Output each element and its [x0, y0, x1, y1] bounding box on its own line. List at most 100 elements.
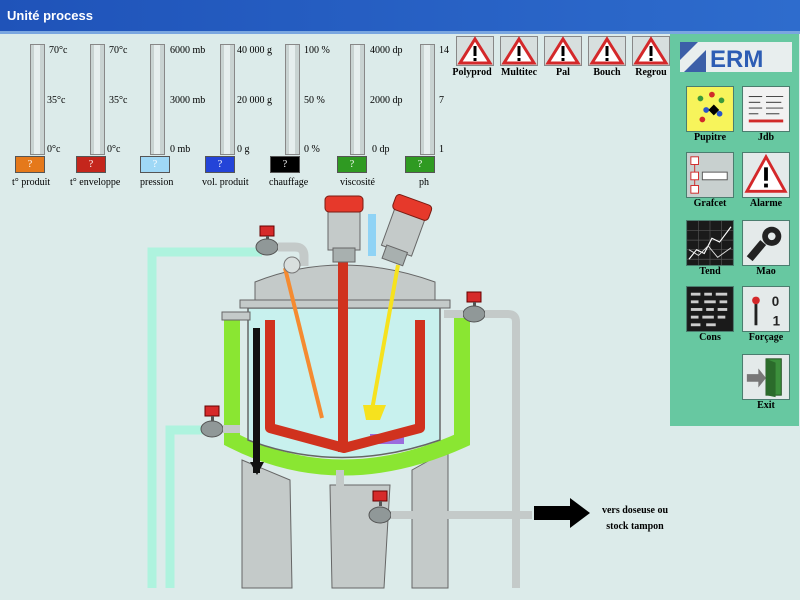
alarm-polyprod-label: Polyprod: [452, 67, 492, 78]
alarm-bouch-button[interactable]: [588, 36, 626, 66]
heating-jacket: [224, 318, 470, 476]
gauge-max: 40 000 g: [237, 45, 272, 56]
gauge-value-vol-produit: ?: [205, 156, 235, 173]
inlet-valve-side[interactable]: [200, 405, 240, 438]
destination-line-1: vers doseuse ou: [601, 505, 669, 516]
inlet-valve-top[interactable]: [255, 225, 309, 274]
title-bar-divider: [0, 31, 800, 34]
inlet-pipe-top: [147, 247, 262, 588]
exit-button[interactable]: [742, 354, 790, 400]
outlet-valve-bottom[interactable]: [336, 470, 532, 524]
grafcet-label: Grafcet: [693, 198, 727, 209]
vent-pipe: [368, 214, 376, 256]
gauge-tube-chauffage: [285, 44, 300, 155]
alarme-label: Alarme: [749, 198, 783, 209]
gauge-mid: 3000 mb: [170, 95, 206, 106]
gauge-name-chauffage: chauffage: [269, 177, 309, 188]
alarm-polyprod-button[interactable]: [456, 36, 494, 66]
secondary-motor: [380, 194, 433, 267]
gauge-tube-ph: [420, 44, 435, 155]
gauge-value-pression: ?: [140, 156, 170, 173]
gauge-tube-t-produit: [30, 44, 45, 155]
gauge-mid: 2000 dp: [370, 95, 403, 106]
title-bar: Unité process: [0, 0, 800, 34]
gauge-min: 0 dp: [372, 144, 390, 155]
gauge-min: 0°c: [107, 144, 121, 155]
alarm-pal-label: Pal: [556, 67, 570, 78]
gauge-name-t-enveloppe: t° enveloppe: [70, 177, 121, 188]
jdb-button[interactable]: [742, 86, 790, 132]
outlet-valve-right[interactable]: [444, 291, 520, 588]
forcage-button[interactable]: 0 1: [742, 286, 790, 332]
dip-tube-yellow: [370, 264, 400, 411]
gauge-value-ph: ?: [405, 156, 435, 173]
inlet-pipe-side: [165, 425, 205, 588]
gauge-mid: 35°c: [47, 95, 66, 106]
gauge-min: 0 g: [237, 144, 250, 155]
mao-label: Mao: [756, 266, 776, 277]
gauge-max: 70°c: [49, 45, 68, 56]
exit-label: Exit: [757, 400, 775, 411]
gauge-value-t-enveloppe: ?: [76, 156, 106, 173]
pupitre-label: Pupitre: [693, 132, 727, 143]
process-diagram: [147, 194, 590, 589]
alarme-button[interactable]: [742, 152, 790, 198]
erm-logo: ERM: [680, 42, 792, 73]
dip-tube-orange: [283, 267, 324, 419]
gauge-max: 100 %: [304, 45, 330, 56]
destination-line-2: stock tampon: [606, 521, 664, 532]
probe-tip: [250, 462, 264, 475]
gauge-max: 4000 dp: [370, 45, 403, 56]
gauge-mid: 50 %: [304, 95, 325, 106]
gauge-tube-viscosite: [350, 44, 365, 155]
gauge-min: 0 %: [304, 144, 320, 155]
gauge-tube-t-enveloppe: [90, 44, 105, 155]
mao-button[interactable]: [742, 220, 790, 266]
svg-text:1: 1: [773, 313, 781, 328]
gauge-tube-pression: [150, 44, 165, 155]
navigation-panel: ERM Pupitre Jdb Grafcet Alarme: [670, 34, 799, 426]
alarm-bouch-label: Bouch: [593, 67, 621, 78]
gauge-name-t-produit: t° produit: [12, 177, 51, 188]
alarm-multitec-label: Multitec: [500, 67, 538, 78]
tend-label: Tend: [699, 266, 721, 277]
gauge-min: 1: [439, 144, 444, 155]
agitator-motor: [324, 195, 364, 263]
outlet-arrow: [534, 498, 590, 528]
gauge-mid: 35°c: [109, 95, 128, 106]
alarm-multitec-button[interactable]: [500, 36, 538, 66]
svg-text:0: 0: [772, 294, 779, 309]
pupitre-button[interactable]: [686, 86, 734, 132]
cons-button[interactable]: [686, 286, 734, 332]
gauge-mid: 20 000 g: [237, 95, 272, 106]
erm-logo-text: ERM: [710, 46, 763, 73]
gauge-min: 0 mb: [170, 144, 191, 155]
dip-tube-nozzle: [363, 405, 386, 420]
tend-button[interactable]: [686, 220, 734, 266]
jdb-label: Jdb: [757, 132, 775, 143]
gauge-max: 70°c: [109, 45, 128, 56]
gauge-name-viscosite: viscosité: [340, 177, 375, 188]
window-title: Unité process: [7, 8, 93, 23]
cons-label: Cons: [699, 332, 721, 343]
side-nozzle: [221, 311, 251, 321]
alarm-pal-button[interactable]: [544, 36, 582, 66]
alarm-regrou-label: Regrou: [635, 67, 667, 78]
gauge-name-vol-produit: vol. produit: [202, 177, 249, 188]
alarm-regrou-button[interactable]: [632, 36, 670, 66]
gauge-min: 0°c: [47, 144, 61, 155]
destination-label: vers doseuse ou stock tampon: [597, 503, 673, 535]
forcage-label: Forçage: [748, 332, 784, 343]
gauge-name-pression: pression: [140, 177, 174, 188]
gauge-name-ph: ph: [419, 177, 429, 188]
gauge-tube-vol-produit: [220, 44, 235, 155]
gauge-mid: 7: [439, 95, 444, 106]
agitator-shaft: [338, 262, 348, 452]
gauge-max: 6000 mb: [170, 45, 206, 56]
gauge-value-viscosite: ?: [337, 156, 367, 173]
temperature-probe: [253, 328, 260, 473]
gauge-value-t-produit: ?: [15, 156, 45, 173]
grafcet-button[interactable]: [686, 152, 734, 198]
gauge-max: 14: [439, 45, 449, 56]
gauge-value-chauffage: ?: [270, 156, 300, 173]
